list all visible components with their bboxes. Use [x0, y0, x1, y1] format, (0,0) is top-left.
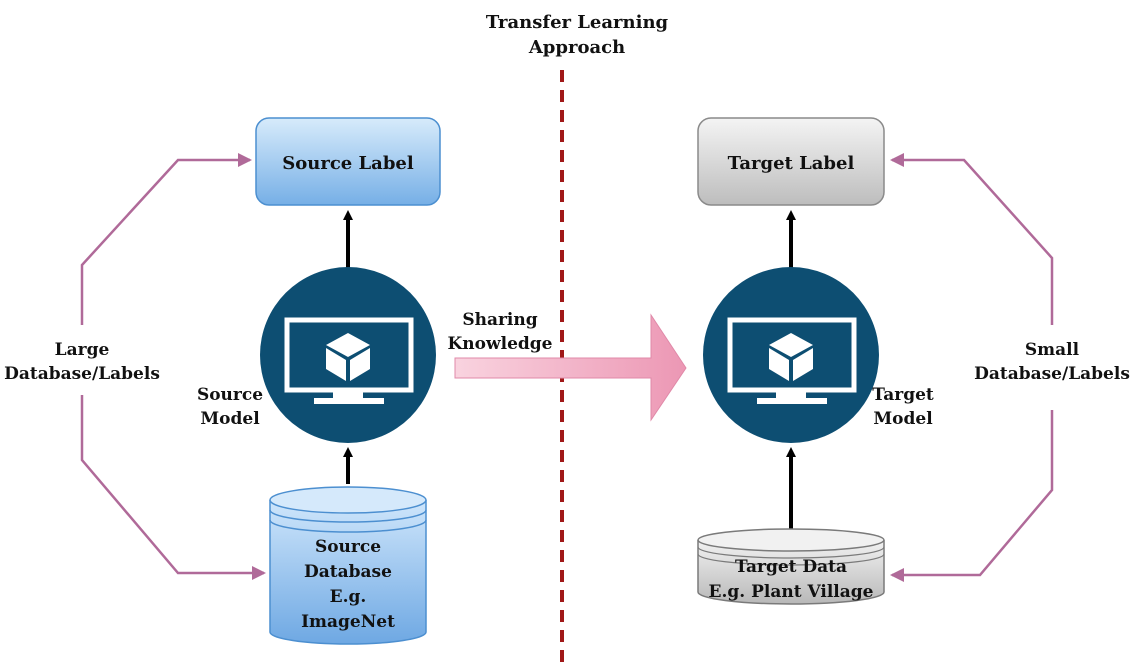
source-db-line4: ImageNet — [301, 612, 395, 632]
diagram-title-line2: Approach — [528, 37, 625, 58]
small-data-label-line2: Database/Labels — [974, 364, 1130, 384]
target-database-cylinder: Target Data E.g. Plant Village — [697, 528, 885, 605]
source-model-label-line2: Model — [200, 409, 260, 429]
sharing-knowledge-line1: Sharing — [462, 310, 537, 330]
large-data-loop-upper-arrow — [80, 153, 252, 325]
source-model-label-line1: Source — [197, 385, 263, 405]
source-label-box: Source Label — [255, 117, 441, 206]
target-db-line1: Target Data — [735, 557, 847, 577]
target-db-line2: E.g. Plant Village — [709, 582, 874, 602]
target-label-box: Target Label — [697, 117, 885, 206]
source-monitor-icon — [284, 317, 414, 404]
large-data-loop-lower-arrow — [80, 395, 266, 580]
target-model-node — [703, 267, 879, 443]
sharing-knowledge-arrow — [454, 313, 687, 422]
source-db-line1: Source — [315, 537, 381, 557]
source-cube-icon — [326, 333, 370, 381]
small-data-loop-upper-arrow — [890, 153, 1054, 325]
small-data-loop-lower-arrow — [890, 410, 1054, 582]
source-model-node — [260, 267, 436, 443]
diagram-title-line1: Transfer Learning — [486, 12, 669, 33]
target-cube-icon — [769, 333, 813, 381]
source-label-text: Source Label — [282, 153, 414, 174]
source-db-line3: E.g. — [330, 587, 367, 607]
target-model-label-line2: Model — [873, 409, 933, 429]
source-db-line2: Database — [304, 562, 392, 582]
sharing-knowledge-line2: Knowledge — [448, 334, 553, 354]
target-model-label-line1: Target — [872, 385, 934, 405]
large-data-label-line1: Large — [55, 340, 110, 360]
target-label-text: Target Label — [728, 153, 855, 174]
large-data-label-line2: Database/Labels — [4, 364, 160, 384]
source-database-cylinder: Source Database E.g. ImageNet — [269, 486, 427, 645]
small-data-label-line1: Small — [1025, 340, 1080, 360]
target-monitor-icon — [727, 317, 857, 404]
